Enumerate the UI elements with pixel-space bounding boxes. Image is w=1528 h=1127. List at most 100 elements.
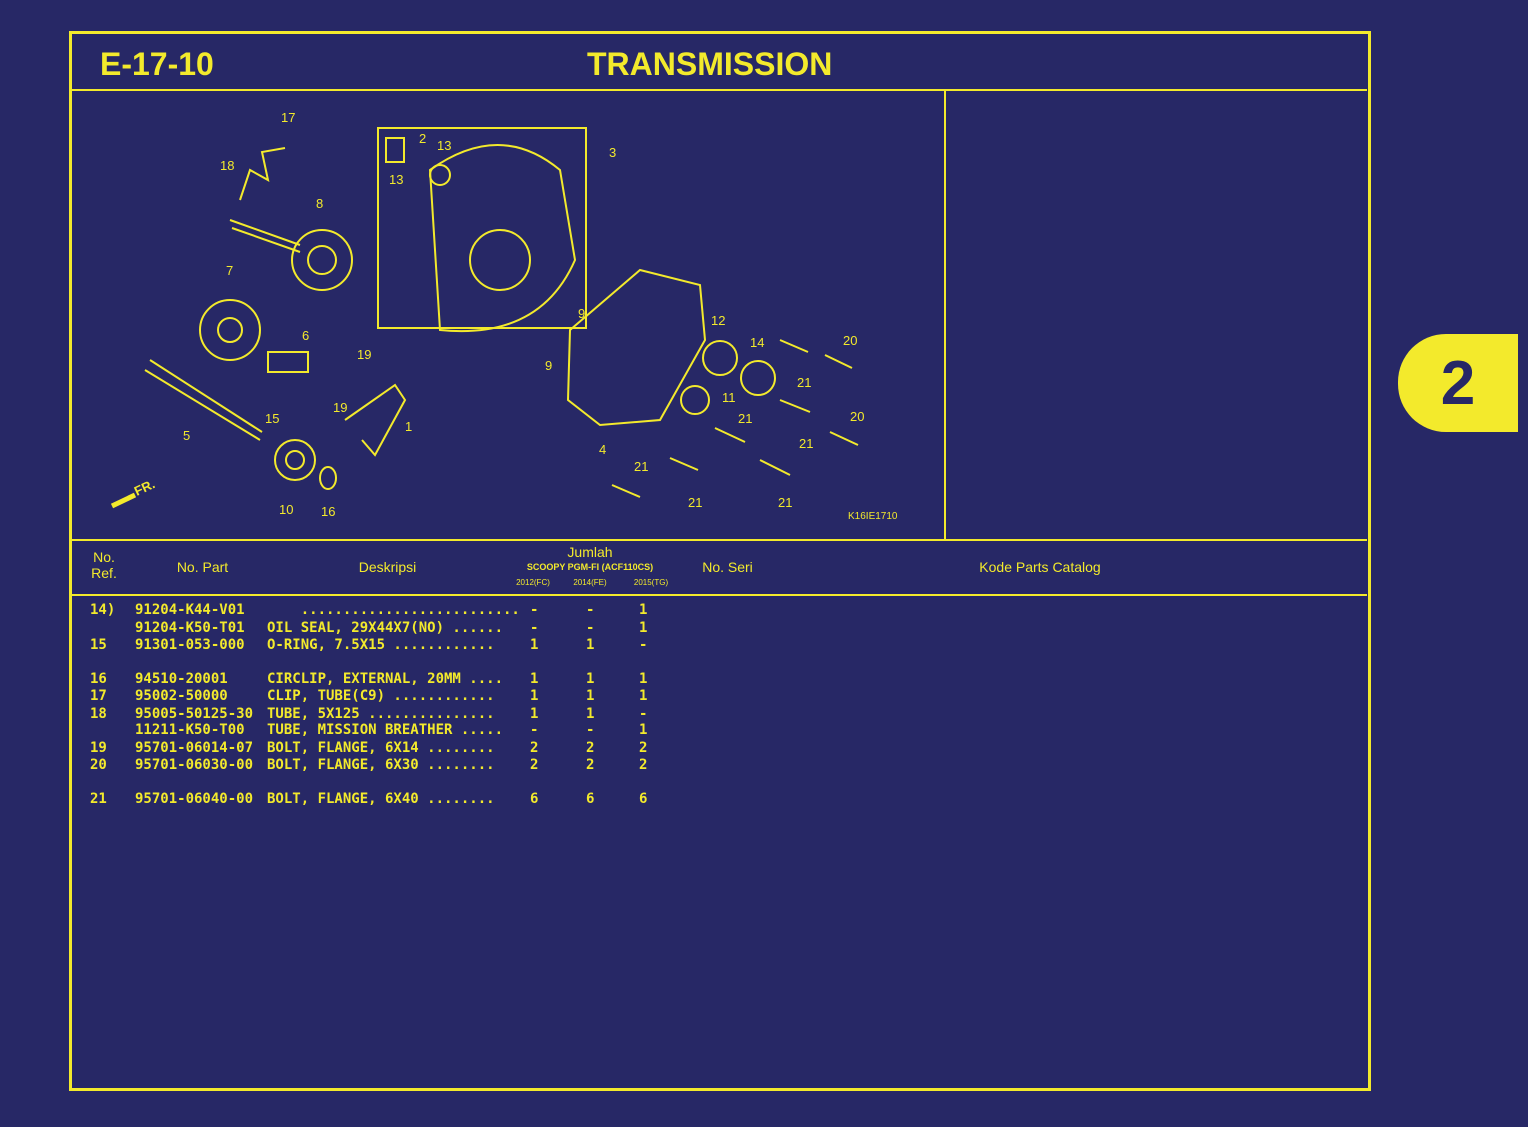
transmission-cover	[377, 127, 587, 333]
col-header-serial: No. Seri	[702, 559, 753, 575]
callout: 21	[688, 495, 703, 510]
row-ref: 14)	[90, 602, 116, 618]
bearing	[274, 439, 337, 490]
col-header-catalog: Kode Parts Catalog	[979, 559, 1101, 575]
callout: 5	[183, 428, 191, 443]
callout: 18	[220, 158, 235, 173]
page-frame	[69, 31, 1371, 1091]
row-qty: -	[586, 602, 595, 618]
callout: 13	[437, 138, 452, 153]
row-part-number: 91204-K44-V01	[135, 602, 245, 618]
row-qty: 1	[530, 706, 539, 722]
row-part-number: 91204-K50-T01	[135, 620, 245, 636]
row-ref: 16	[90, 671, 107, 687]
row-qty: 1	[586, 706, 595, 722]
row-qty: 2	[639, 740, 648, 756]
page-title: TRANSMISSION	[587, 46, 833, 82]
col-header-year: 2012(FC)	[516, 578, 550, 587]
callout: 21	[634, 459, 649, 474]
drive-shaft	[144, 359, 263, 441]
callout: 13	[389, 172, 404, 187]
front-arrow	[110, 492, 137, 509]
row-part-number: 11211-K50-T00	[135, 722, 245, 738]
row-qty: 1	[530, 688, 539, 704]
row-qty: 1	[639, 722, 648, 738]
section-tab[interactable]: 2	[1398, 334, 1518, 432]
divider	[71, 594, 1367, 596]
row-qty: -	[530, 722, 539, 738]
col-header-year: 2015(TG)	[633, 578, 669, 587]
col-header-part: No. Part	[176, 559, 229, 575]
row-description: TUBE, MISSION BREATHER .....	[267, 722, 504, 738]
row-part-number: 94510-20001	[135, 671, 228, 687]
callout: 21	[738, 411, 753, 426]
row-part-number: 95005-50125-30	[135, 706, 254, 722]
row-description: BOLT, FLANGE, 6X30 ........	[267, 757, 495, 773]
divider	[944, 89, 946, 541]
col-header-qty: Jumlah	[567, 544, 613, 560]
row-qty: -	[530, 602, 539, 618]
callout: 21	[778, 495, 793, 510]
row-part-number: 95701-06030-00	[135, 757, 254, 773]
row-qty: 2	[639, 757, 648, 773]
callout: 8	[316, 196, 324, 211]
callout: 2	[419, 131, 427, 146]
callout: 9	[578, 306, 586, 321]
pinion	[267, 351, 309, 373]
bolts	[611, 339, 859, 498]
row-ref: 21	[90, 791, 107, 807]
row-qty: 1	[639, 671, 648, 687]
callout: 19	[333, 400, 348, 415]
row-qty: 1	[586, 688, 595, 704]
callout: 15	[265, 411, 280, 426]
drawing-code: K16IE1710	[848, 511, 898, 522]
callout: 7	[226, 263, 234, 278]
callout: 21	[799, 436, 814, 451]
row-qty: 1	[639, 620, 648, 636]
callout: 12	[711, 313, 726, 328]
row-ref: 18	[90, 706, 107, 722]
row-qty: -	[639, 706, 648, 722]
section-code: E-17-10	[100, 46, 214, 82]
row-qty: 2	[530, 757, 539, 773]
row-part-number: 95701-06040-00	[135, 791, 254, 807]
row-description: CIRCLIP, EXTERNAL, 20MM ....	[267, 671, 504, 687]
row-description: TUBE, 5X125 ...............	[267, 706, 495, 722]
row-qty: -	[639, 637, 648, 653]
callout: 17	[281, 110, 296, 125]
callout: 11	[722, 390, 736, 405]
callout: 9	[545, 358, 553, 373]
row-description: ..........................	[267, 602, 520, 618]
col-header-model: SCOOPY PGM-FI (ACF110CS)	[526, 562, 654, 572]
callout: 19	[357, 347, 372, 362]
output-shaft	[229, 219, 353, 291]
row-qty: 2	[586, 740, 595, 756]
tube-hose	[239, 147, 286, 201]
row-qty: 1	[530, 637, 539, 653]
row-qty: 1	[530, 671, 539, 687]
col-header-desc: Deskripsi	[358, 559, 417, 575]
gasket	[566, 268, 707, 427]
row-qty: -	[586, 620, 595, 636]
row-ref: 19	[90, 740, 107, 756]
row-description: BOLT, FLANGE, 6X40 ........	[267, 791, 495, 807]
gear	[199, 299, 261, 361]
row-ref: 15	[90, 637, 107, 653]
callout: 20	[843, 333, 858, 348]
row-qty: 1	[586, 671, 595, 687]
row-description: OIL SEAL, 29X44X7(NO) ......	[267, 620, 504, 636]
callout: 4	[599, 442, 607, 457]
row-qty: -	[530, 620, 539, 636]
callout: 16	[321, 504, 336, 519]
divider	[71, 89, 1367, 91]
row-qty: 6	[639, 791, 648, 807]
seals	[385, 137, 776, 415]
row-qty: 2	[530, 740, 539, 756]
callout: 21	[797, 375, 812, 390]
row-qty: 1	[586, 637, 595, 653]
row-qty: 1	[639, 602, 648, 618]
row-description: O-RING, 7.5X15 ............	[267, 637, 495, 653]
row-description: CLIP, TUBE(C9) ............	[267, 688, 495, 704]
callout: 20	[850, 409, 865, 424]
